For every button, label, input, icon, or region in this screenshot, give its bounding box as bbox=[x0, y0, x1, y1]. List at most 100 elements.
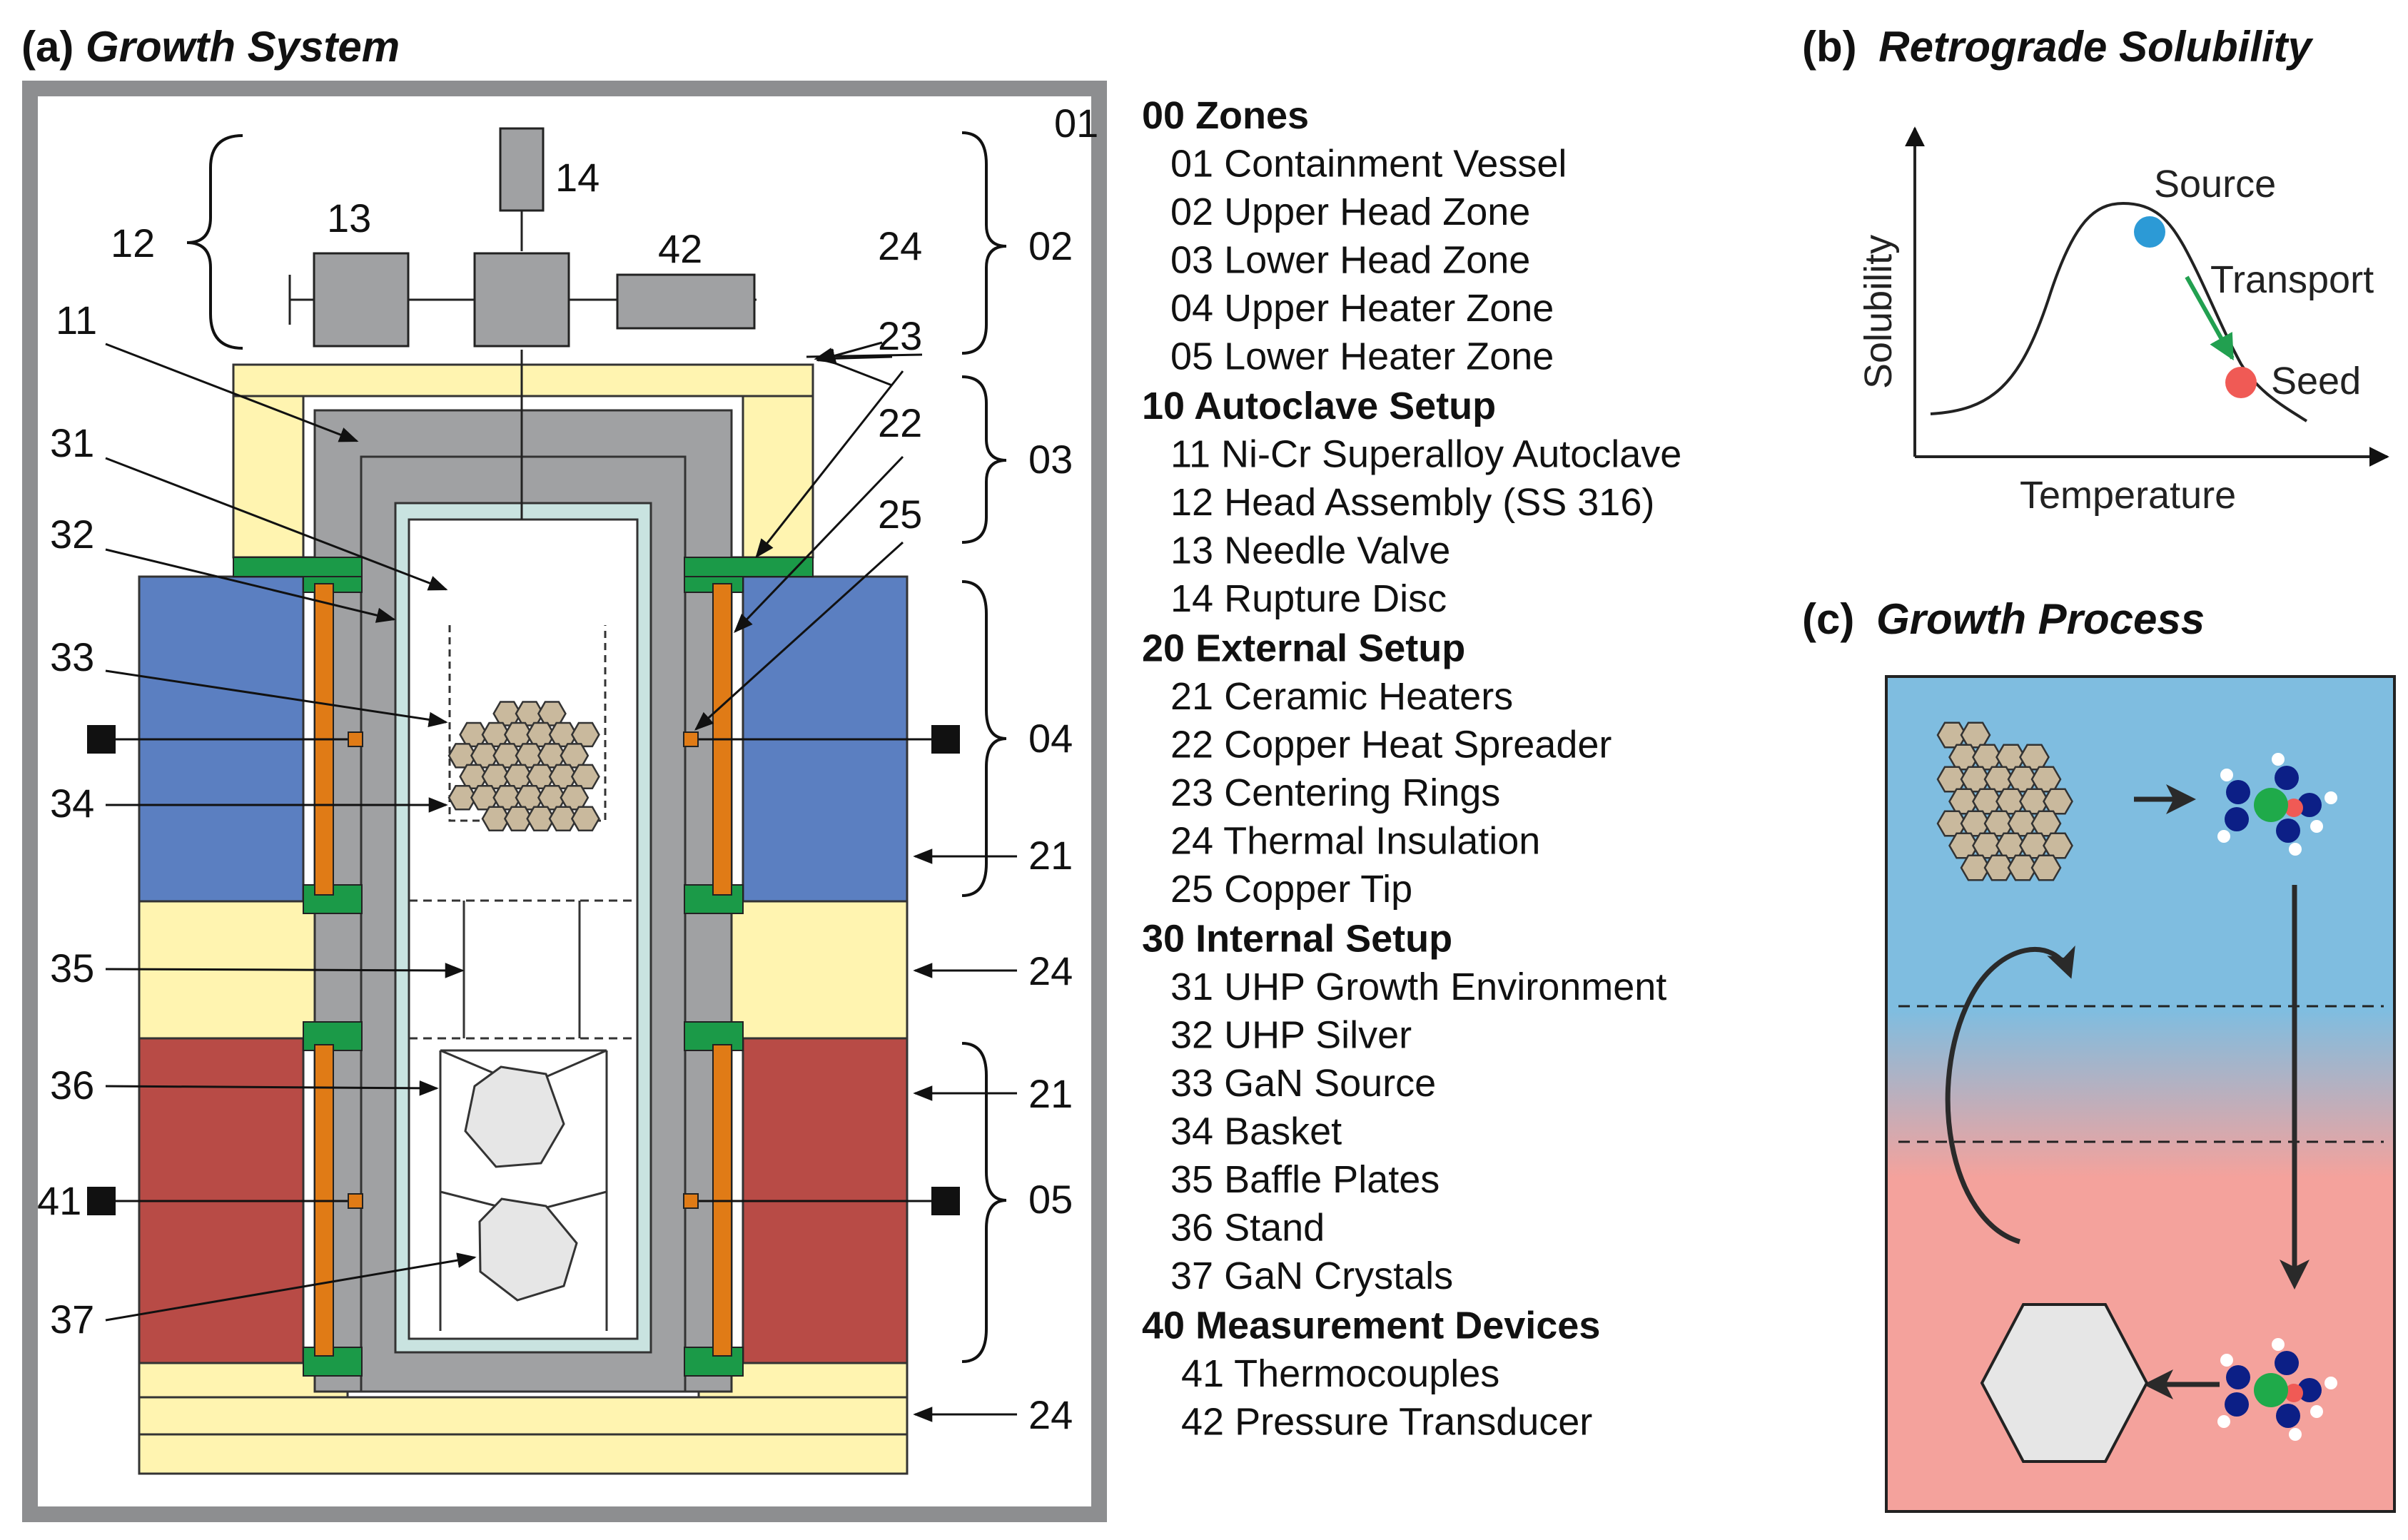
legend-item: 23 Centering Rings bbox=[1170, 771, 1500, 814]
nitrogen-atom bbox=[2225, 807, 2249, 831]
legend-heading: 40 Measurement Devices bbox=[1142, 1305, 1600, 1347]
y-axis-label: Solubility bbox=[1857, 235, 1900, 389]
center-atom bbox=[2254, 1373, 2288, 1407]
hydrogen-atom bbox=[2272, 753, 2285, 766]
solubility-plot: Source Transport Seed Temperature Solubi… bbox=[1857, 126, 2389, 517]
legend-item: 36 Stand bbox=[1170, 1207, 1325, 1250]
nitrogen-atom bbox=[2225, 1392, 2249, 1417]
svg-text:(a) Growth System: (a) Growth System bbox=[21, 23, 400, 71]
gan-source-particle bbox=[570, 764, 600, 790]
panel-b-title-text: Retrograde Solubility bbox=[1878, 23, 2313, 71]
nitrogen-atom bbox=[2297, 1378, 2322, 1402]
callout-41: 41 bbox=[37, 1178, 81, 1223]
legend-item: 12 Head Assembly (SS 316) bbox=[1170, 481, 1654, 524]
gan-source-particle bbox=[2030, 854, 2062, 881]
head-assembly bbox=[288, 127, 757, 521]
hydrogen-atom bbox=[2310, 1405, 2323, 1418]
thermocouples bbox=[87, 725, 960, 1215]
process-gan-source bbox=[1936, 721, 2073, 881]
legend-item: 02 Upper Head Zone bbox=[1170, 191, 1530, 233]
callout-01: 01 bbox=[1054, 101, 1098, 146]
gan-source-particle bbox=[1983, 854, 2015, 881]
gan-source-particle bbox=[2030, 766, 2062, 793]
gan-source-particle bbox=[560, 785, 590, 811]
gan-source-particle bbox=[570, 721, 600, 748]
legend-item: 03 Lower Head Zone bbox=[1170, 239, 1530, 282]
callout-37: 37 bbox=[50, 1297, 94, 1342]
gan-source-particle bbox=[537, 701, 567, 726]
hydrogen-atom bbox=[2217, 830, 2230, 843]
solubility-curve bbox=[1930, 201, 2308, 422]
panel-a-title: (a) Growth System bbox=[21, 23, 400, 71]
svg-text:(c) Growth Process: (c) Growth Process bbox=[1802, 595, 2205, 643]
legend-item: 04 Upper Heater Zone bbox=[1170, 287, 1554, 330]
callout-22: 22 bbox=[878, 400, 922, 445]
callout-05: 05 bbox=[1028, 1177, 1073, 1222]
legend-item: 25 Copper Tip bbox=[1170, 868, 1412, 911]
legend-heading: 20 External Setup bbox=[1142, 627, 1465, 670]
panel-c-title: (c) Growth Process bbox=[1802, 595, 2205, 643]
legend-item: 34 Basket bbox=[1170, 1110, 1342, 1153]
seed-dot bbox=[2225, 367, 2257, 398]
gan-source-particle bbox=[447, 785, 477, 811]
nitrogen-atom bbox=[2275, 766, 2299, 790]
gan-source-particle bbox=[526, 806, 556, 831]
gan-source-particle bbox=[570, 806, 600, 831]
gallium-atom bbox=[2285, 799, 2303, 817]
hydrogen-atom bbox=[2272, 1338, 2285, 1351]
pressure-transducer bbox=[616, 273, 756, 330]
callout-04: 04 bbox=[1028, 716, 1073, 761]
legend-item: 24 Thermal Insulation bbox=[1170, 820, 1540, 863]
callout-24-top: 24 bbox=[878, 223, 922, 268]
gan-source-particle bbox=[2007, 854, 2038, 881]
legend-item: 11 Ni-Cr Superalloy Autoclave bbox=[1170, 433, 1681, 476]
legend-item: 05 Lower Heater Zone bbox=[1170, 335, 1554, 378]
panel-a-letter: (a) bbox=[21, 23, 74, 71]
callout-34: 34 bbox=[50, 781, 94, 826]
legend-item: 13 Needle Valve bbox=[1170, 530, 1450, 572]
zone-braces bbox=[186, 131, 1007, 1363]
gan-source-particle bbox=[481, 806, 511, 831]
hydrogen-atom bbox=[2220, 1354, 2233, 1367]
nitrogen-atom bbox=[2276, 819, 2300, 843]
hydrogen-atom bbox=[2324, 1377, 2337, 1389]
callout-32: 32 bbox=[50, 512, 94, 557]
source-dot bbox=[2134, 216, 2165, 248]
legend-heading: 30 Internal Setup bbox=[1142, 918, 1452, 961]
panel-a-title-text: Growth System bbox=[86, 23, 400, 71]
callout-14: 14 bbox=[555, 155, 600, 200]
callout-leaders-right bbox=[694, 341, 1017, 1422]
callout-numbers: 01 02 03 04 05 11 12 13 14 42 24 23 22 2… bbox=[37, 101, 1098, 1437]
transport-label: Transport bbox=[2210, 258, 2374, 301]
callout-03: 03 bbox=[1028, 437, 1073, 482]
hydrogen-atom bbox=[2217, 1415, 2230, 1428]
hydrogen-atom bbox=[2289, 1428, 2302, 1441]
x-axis-label: Temperature bbox=[2020, 474, 2236, 517]
callout-21-lower: 21 bbox=[1028, 1071, 1073, 1116]
nitrogen-atom bbox=[2276, 1404, 2300, 1428]
legend-item: 42 Pressure Transducer bbox=[1181, 1401, 1592, 1444]
copper-tip bbox=[348, 731, 363, 747]
callout-13: 13 bbox=[327, 196, 371, 240]
callout-leaders bbox=[105, 343, 923, 1322]
gan-source-particle bbox=[2043, 832, 2073, 859]
gan-source-particle bbox=[548, 806, 578, 831]
callout-31: 31 bbox=[50, 420, 94, 465]
legend-item: 41 Thermocouples bbox=[1181, 1352, 1499, 1395]
callout-33: 33 bbox=[50, 634, 94, 679]
source-label: Source bbox=[2154, 163, 2276, 206]
callout-02: 02 bbox=[1028, 223, 1073, 268]
hydrogen-atom bbox=[2289, 843, 2302, 856]
callout-25: 25 bbox=[878, 492, 922, 537]
panel-c-letter: (c) bbox=[1802, 595, 1854, 643]
seed-label: Seed bbox=[2271, 360, 2361, 402]
head-block bbox=[473, 252, 570, 348]
gallium-atom bbox=[2285, 1384, 2303, 1402]
callout-24-bottom: 24 bbox=[1028, 1392, 1073, 1437]
legend-item: 14 Rupture Disc bbox=[1170, 577, 1447, 620]
panel-b-letter: (b) bbox=[1802, 23, 1857, 71]
legend-item: 22 Copper Heat Spreader bbox=[1170, 724, 1612, 766]
legend-item: 32 UHP Silver bbox=[1170, 1014, 1412, 1057]
callout-11: 11 bbox=[56, 298, 97, 343]
